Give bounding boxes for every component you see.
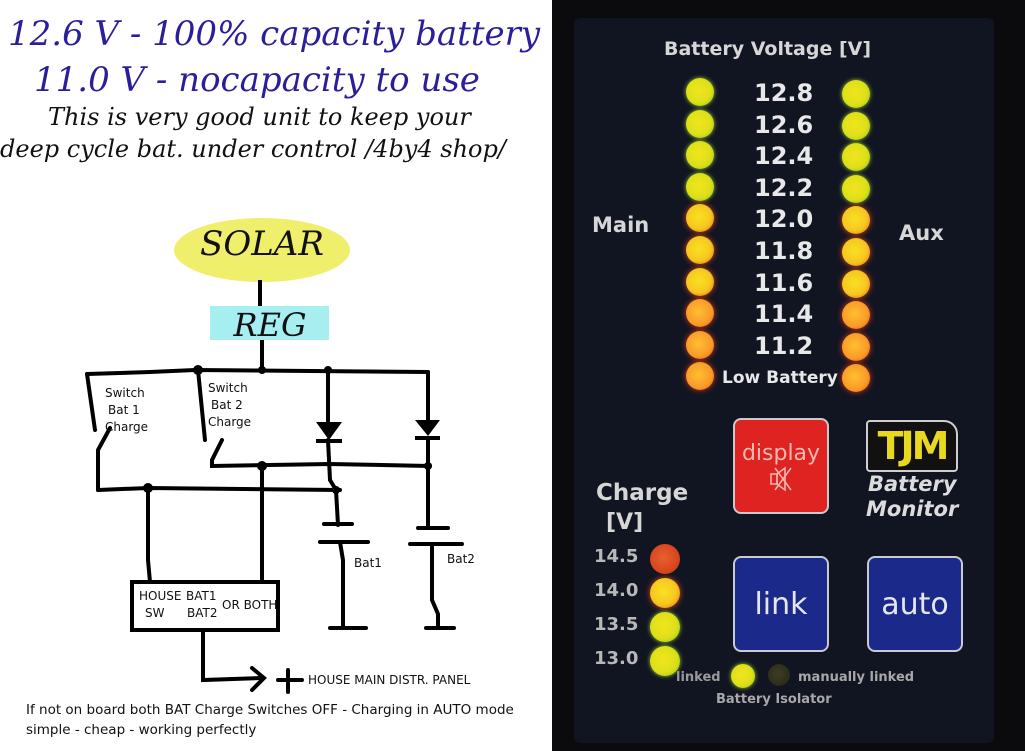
manual-linked-label: manually linked (798, 670, 915, 685)
charge-title: Charge (596, 480, 689, 506)
aux-voltage-led (842, 80, 870, 108)
house-switch-label-3: BAT1 (186, 589, 216, 603)
main-voltage-led (686, 141, 714, 170)
main-voltage-led (686, 267, 714, 296)
aux-voltage-led (842, 364, 870, 393)
note-comment-line2: deep cycle bat. under control /4by4 shop… (0, 135, 506, 163)
display-button-label: display (741, 440, 821, 466)
link-button-label: link (754, 586, 808, 622)
diode-icon (415, 420, 440, 436)
display-button[interactable]: display (733, 418, 829, 514)
voltage-label: 12.6 (754, 110, 814, 139)
voltage-label: 12.8 (754, 79, 814, 107)
house-switch-label-5: OR BOTH (222, 598, 277, 612)
aux-voltage-led (842, 206, 870, 235)
voltage-label: 12.4 (754, 142, 814, 171)
aux-voltage-led (842, 238, 870, 266)
schematic-panel: 12.6 V - 100% capacity battery 11.0 V - … (0, 14, 541, 738)
brand-line1: Battery (868, 472, 957, 496)
charge-unit: [V] (606, 510, 644, 535)
charge-voltage-label: 13.5 (594, 614, 639, 635)
switch2-label-1: Switch (208, 381, 248, 395)
main-voltage-led (686, 204, 714, 233)
voltage-label: 11.4 (754, 300, 814, 329)
note-no-capacity: 11.0 V - nocapacity to use (34, 60, 480, 100)
main-voltage-led (686, 299, 714, 328)
charge-led (650, 544, 680, 574)
house-panel-label: HOUSE MAIN DISTR. PANEL (308, 673, 471, 687)
regulator-label: REG (232, 306, 306, 344)
voltage-label: 11.6 (754, 268, 814, 297)
main-voltage-led (686, 362, 714, 391)
tjm-logo: TJM (866, 420, 958, 472)
junction-dots (143, 365, 432, 494)
main-voltage-led (686, 78, 714, 106)
aux-voltage-led (842, 301, 870, 330)
aux-voltage-led (842, 174, 870, 203)
charge-led (650, 646, 680, 676)
aux-voltage-led (842, 143, 870, 172)
charge-led (650, 578, 680, 608)
charge-led (650, 612, 680, 642)
mute-icon (770, 466, 792, 491)
wires (85, 367, 464, 694)
bat2-label: Bat2 (447, 552, 475, 566)
diode-icon (316, 422, 342, 440)
wiring-schematic: SOLAR REG (85, 218, 475, 694)
house-switch-label-4: BAT2 (187, 606, 217, 620)
charge-voltage-label: 13.0 (594, 648, 639, 669)
footer-line1: If not on board both BAT Charge Switches… (26, 702, 514, 718)
battery-isolator-label: Battery Isolator (716, 692, 832, 707)
charge-voltage-label: 14.5 (594, 546, 639, 567)
switch1-label-3: Charge (105, 420, 148, 434)
low-battery-label: Low Battery (722, 368, 838, 389)
main-label: Main (592, 213, 650, 237)
main-voltage-led (686, 330, 714, 359)
aux-voltage-led (842, 332, 870, 361)
solar-ellipse (174, 218, 350, 282)
brand-line2: Monitor (866, 497, 959, 521)
linked-label: linked (676, 670, 721, 685)
aux-voltage-led (842, 269, 870, 298)
charge-voltage-label: 14.0 (594, 580, 639, 601)
link-button[interactable]: link (733, 556, 829, 652)
voltage-label: 11.2 (754, 331, 814, 360)
switch1-label-1: Switch (105, 386, 145, 400)
switch2-label-3: Charge (208, 415, 251, 429)
footer-line2: simple - cheap - working perfectly (26, 722, 257, 738)
auto-button[interactable]: auto (867, 556, 963, 652)
bat1-label: Bat1 (354, 556, 382, 570)
voltage-label: 12.0 (754, 205, 814, 234)
house-switch-label-2: SW (145, 606, 165, 620)
solar-label: SOLAR (200, 224, 324, 264)
main-voltage-led (686, 172, 714, 201)
voltage-label: 11.8 (754, 237, 814, 265)
voltage-label: 12.2 (754, 173, 814, 202)
main-voltage-led (686, 236, 714, 264)
note-comment-line1: This is very good unit to keep your (48, 103, 471, 131)
regulator-box (210, 306, 329, 340)
switch2-label-2: Bat 2 (211, 398, 243, 412)
manual-link-led (768, 664, 790, 686)
voltage-title: Battery Voltage [V] (664, 38, 872, 60)
aux-label: Aux (899, 221, 944, 245)
note-full-capacity: 12.6 V - 100% capacity battery (8, 14, 541, 54)
main-voltage-led (686, 109, 714, 138)
aux-voltage-led (842, 111, 870, 140)
linked-led (731, 664, 755, 688)
switch1-label-2: Bat 1 (108, 403, 140, 417)
house-switch-label-1: HOUSE (139, 589, 181, 603)
battery-monitor-photo: Battery Voltage [V] Main Aux 12.8 12.6 12.… (552, 0, 1025, 751)
monitor-faceplate: Battery Voltage [V] Main Aux 12.8 12.6 12.… (574, 18, 994, 743)
auto-button-label: auto (881, 586, 949, 622)
